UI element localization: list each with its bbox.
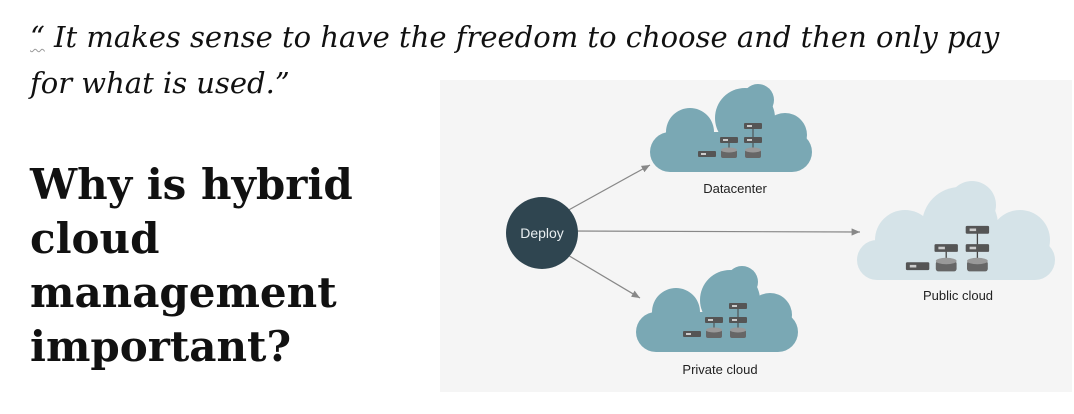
hybrid-cloud-diagram: Datacenter Public cloud Private cloud De… xyxy=(440,80,1072,392)
quote-open-mark: “ xyxy=(30,20,45,54)
arrow-to-datacenter xyxy=(564,164,651,213)
deploy-node xyxy=(506,197,578,269)
page-heading: Why is hybrid cloud management important… xyxy=(30,160,353,371)
quote-text: It makes sense to have the freedom to ch… xyxy=(30,20,1000,100)
arrow-to-private-cloud xyxy=(565,253,641,299)
private-cloud-label: Private cloud xyxy=(682,362,757,377)
private-cloud-icon xyxy=(636,266,798,352)
datacenter-label: Datacenter xyxy=(703,181,767,196)
datacenter-cloud-icon xyxy=(650,84,812,172)
deploy-label: Deploy xyxy=(520,225,564,241)
quote: “ It makes sense to have the freedom to … xyxy=(30,14,1030,106)
public-cloud-label: Public cloud xyxy=(923,288,993,303)
arrow-to-public-cloud xyxy=(567,228,861,236)
diagram-svg: Datacenter Public cloud Private cloud De… xyxy=(506,84,1055,377)
public-cloud-icon xyxy=(857,181,1055,280)
